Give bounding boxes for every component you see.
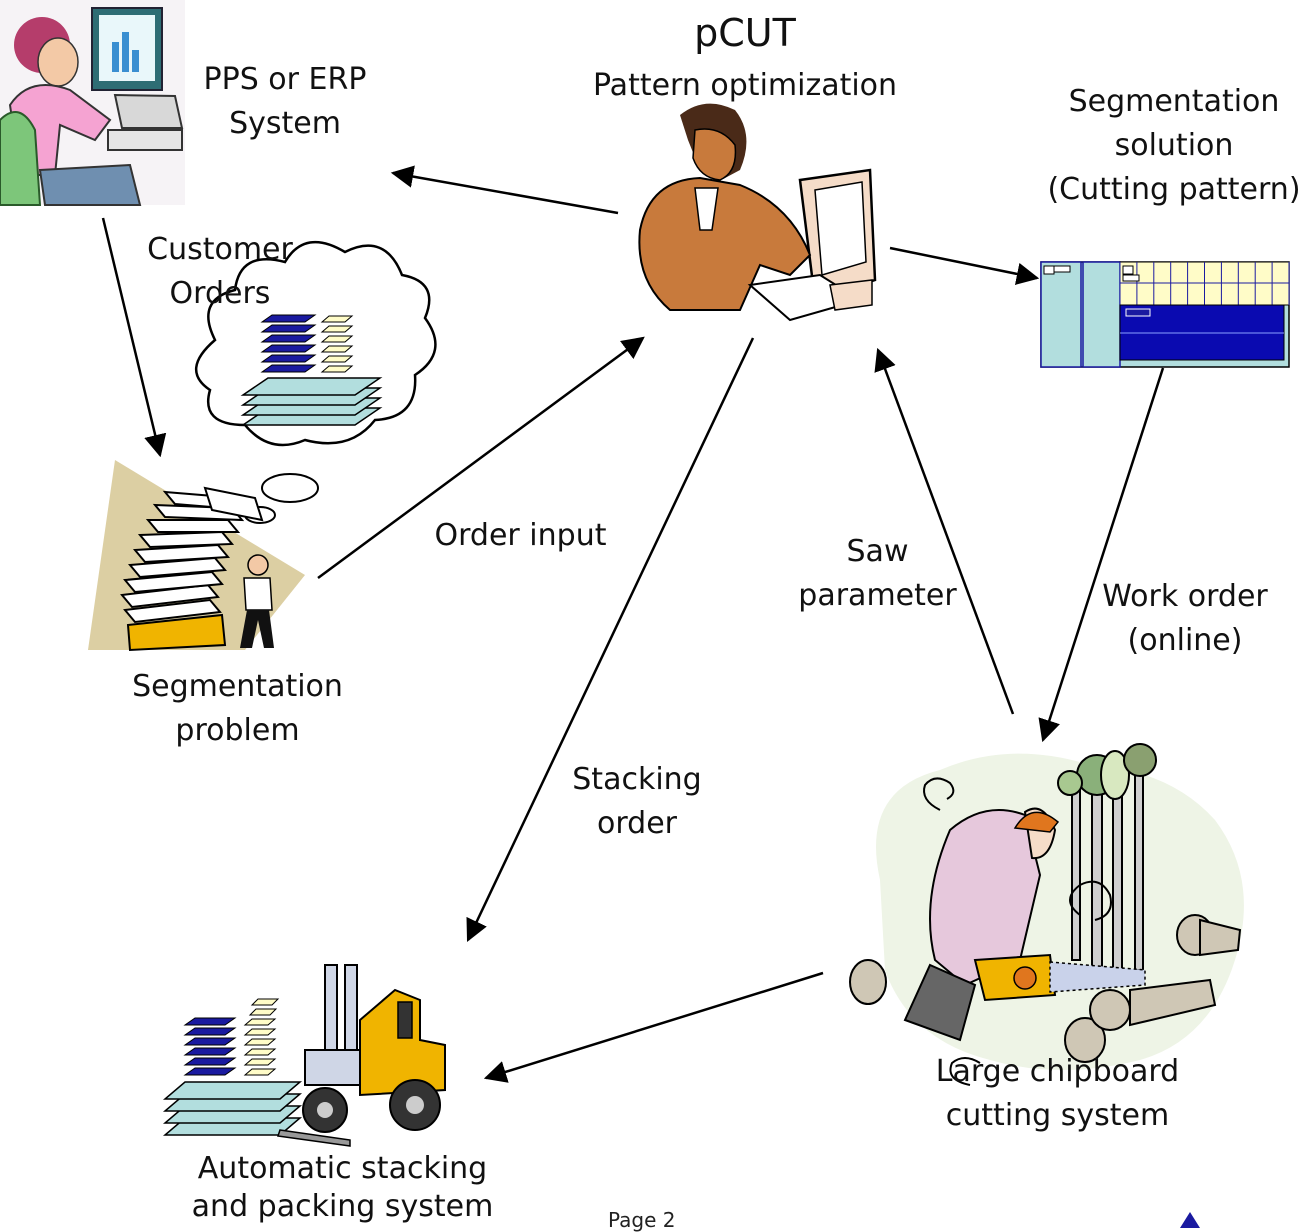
stacking-system-illustration [162, 964, 446, 1147]
segmentation-problem-illustration [88, 460, 305, 652]
page-number: Page 2 [608, 1208, 676, 1232]
navigation-triangle-icon [1180, 1212, 1200, 1228]
paper-stack-large-2 [162, 1081, 303, 1136]
edge-work-order-label: Work order(online) [1102, 579, 1268, 658]
edge-order-input-label: Order input [434, 518, 607, 553]
paper-stack-large [240, 377, 383, 426]
erp-user-illustration [0, 0, 185, 206]
arrow-cutting-to-stacking [483, 971, 824, 1083]
diagram-title: pCUT [694, 11, 796, 55]
thought-cloud-illustration [194, 240, 437, 524]
arrows [101, 165, 1165, 1083]
arrow-pcut-to-stacking [466, 337, 755, 943]
pcut-operator-illustration [638, 103, 877, 322]
worried-man [240, 554, 274, 648]
arrow-erp-to-problem [101, 217, 167, 458]
forklift [277, 964, 446, 1147]
diagram-subtitle: Pattern optimization [592, 68, 898, 103]
arrow-cutting-to-pcut [874, 347, 1015, 715]
cutting-pattern-illustration [1040, 261, 1290, 368]
arrow-problem-to-pcut [317, 336, 645, 580]
cutting-system-illustration [849, 743, 1244, 1086]
yellow-stack [320, 315, 354, 373]
arrow-pcut-to-solution [889, 246, 1040, 285]
node-segmentation-solution-label: Segmentation solution (Cutting pattern) [1047, 84, 1301, 207]
arrow-pcut-to-erp [390, 165, 619, 215]
arrow-solution-to-cutting [1038, 367, 1165, 743]
blue-stack [260, 314, 317, 373]
